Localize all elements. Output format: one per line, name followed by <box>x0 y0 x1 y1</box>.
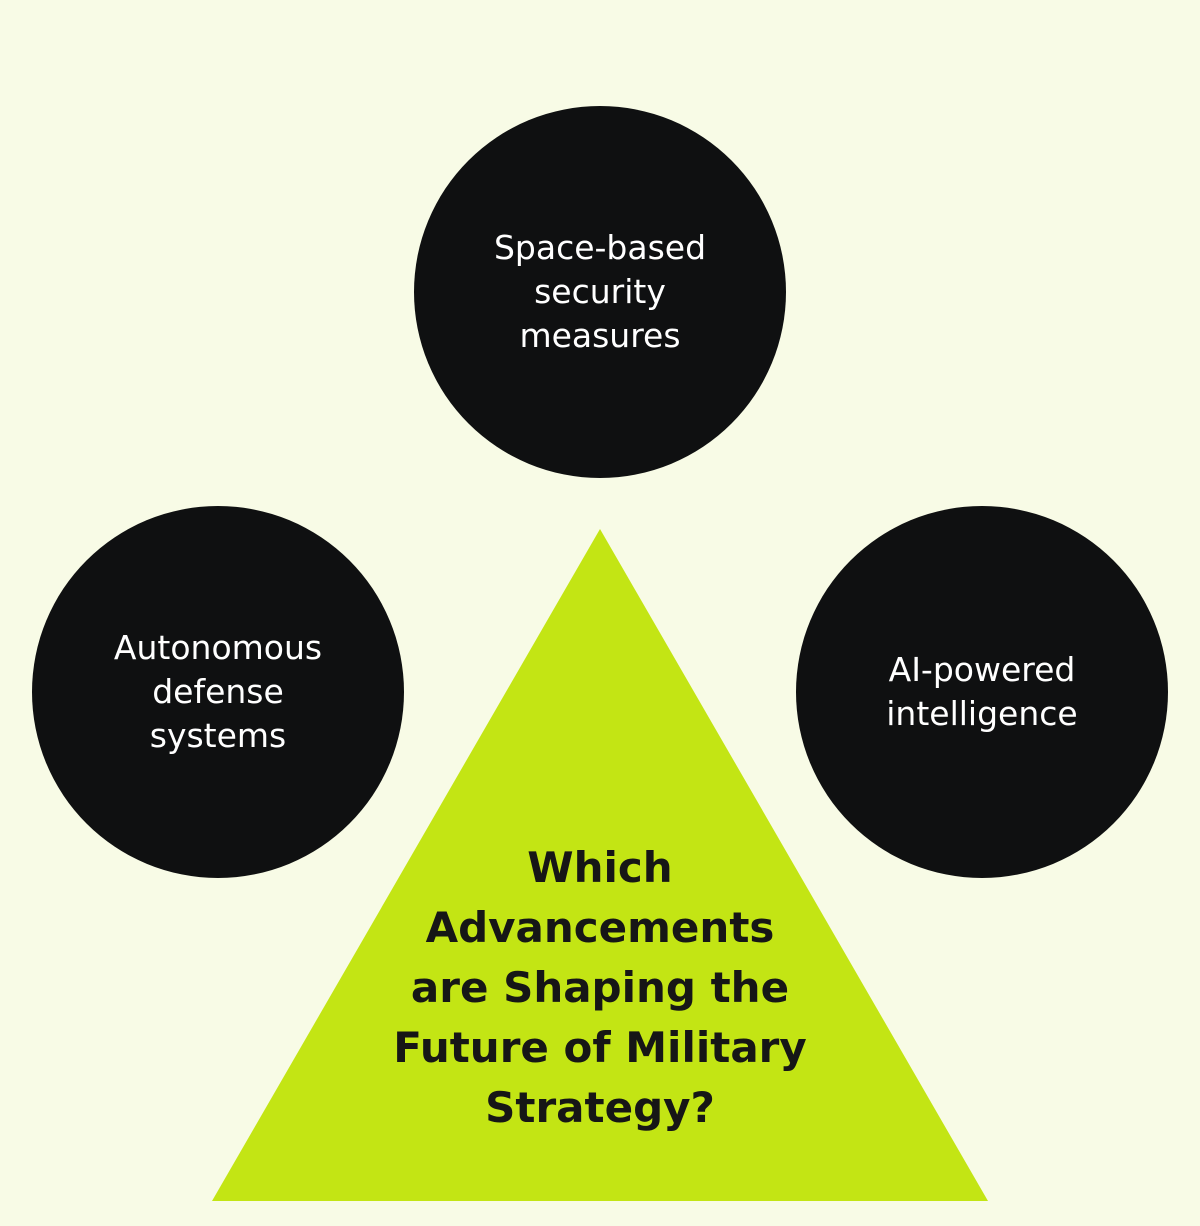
node-autonomous-defense: Autonomous defense systems <box>32 506 404 878</box>
node-label: Space-based security measures <box>493 228 707 355</box>
triangle-shape <box>212 529 988 1201</box>
center-title: Which Advancements are Shaping the Futur… <box>393 843 807 1132</box>
node-ai-intelligence: AI-powered intelligence <box>796 506 1168 878</box>
node-label: AI-powered intelligence <box>886 650 1078 733</box>
node-label: Autonomous defense systems <box>113 628 323 755</box>
node-space-based-security: Space-based security measures <box>414 106 786 478</box>
